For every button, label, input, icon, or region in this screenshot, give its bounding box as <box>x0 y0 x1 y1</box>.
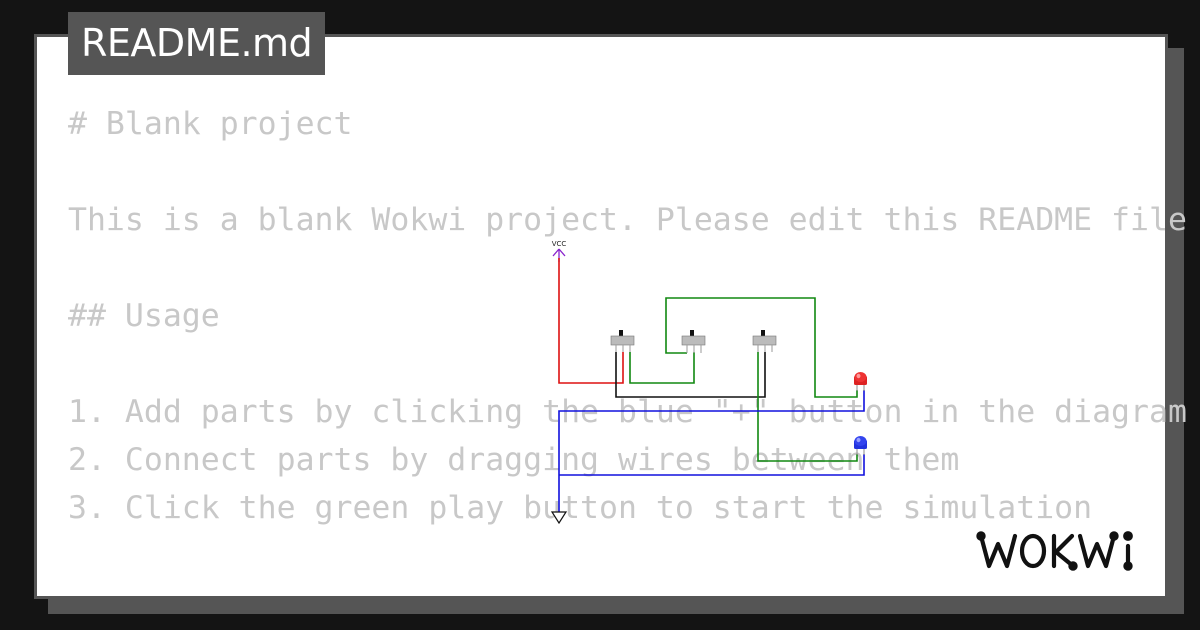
readme-card <box>34 34 1168 599</box>
slide-switch-2[interactable] <box>681 330 706 353</box>
led-red[interactable] <box>854 372 867 391</box>
readme-line: 3. Click the green play button to start … <box>68 490 1093 526</box>
wire-green[interactable] <box>757 352 858 462</box>
file-tab[interactable]: README.md <box>68 12 326 75</box>
vcc-label: VCC <box>552 240 567 248</box>
readme-line: 1. Add parts by clicking the blue "+" bu… <box>68 394 1187 430</box>
led-blue[interactable] <box>854 436 867 455</box>
readme-line: # Blank project <box>68 106 353 142</box>
readme-line: This is a blank Wokwi project. Please ed… <box>68 202 1187 238</box>
wire-blue[interactable] <box>559 454 865 476</box>
ground-symbol-icon <box>550 511 568 525</box>
slide-switch-1[interactable] <box>610 330 635 352</box>
wire-blue[interactable] <box>558 390 865 512</box>
wire-red[interactable] <box>558 258 624 384</box>
readme-line: 2. Connect parts by dragging wires betwe… <box>68 442 960 478</box>
readme-line: ## Usage <box>68 298 220 334</box>
slide-switch-3[interactable] <box>752 330 777 352</box>
wire-black[interactable] <box>615 352 766 398</box>
readme-content: # Blank project This is a blank Wokwi pr… <box>68 100 1187 540</box>
wire-green[interactable] <box>665 297 858 398</box>
wokwi-logo <box>976 531 1133 571</box>
wire-green[interactable] <box>629 352 695 384</box>
